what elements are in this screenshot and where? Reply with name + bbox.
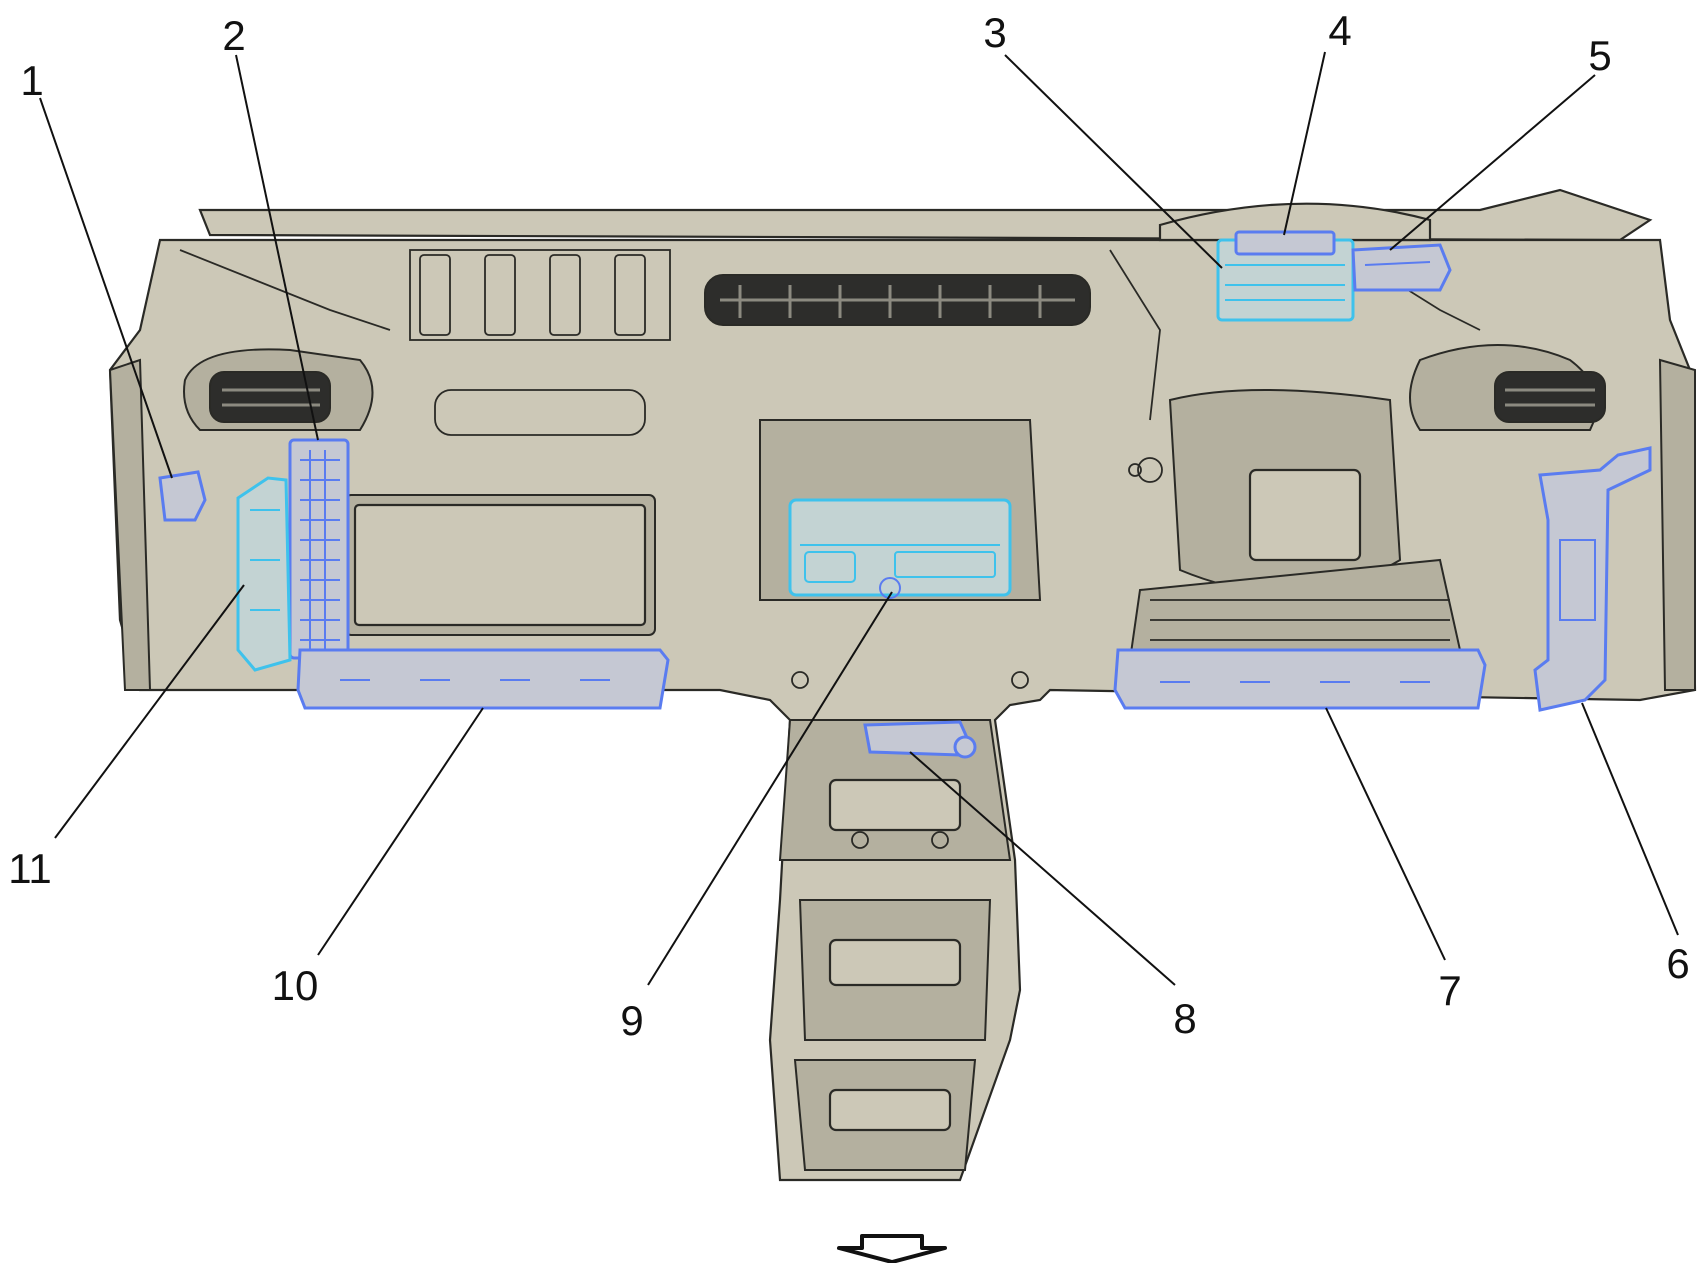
leader-line-6: [1581, 702, 1679, 936]
leader-line-10: [317, 707, 484, 956]
callout-3: 3: [983, 9, 1006, 56]
leader-line-3: [1004, 54, 1223, 269]
callout-labels: 1 2 3 4 5 6 7 8 9 10 11: [8, 7, 1689, 1044]
leader-line-7: [1325, 707, 1446, 961]
callout-10: 10: [272, 962, 319, 1009]
callout-8: 8: [1173, 995, 1196, 1042]
down-arrow-icon: [837, 1234, 947, 1263]
module-1: [158, 470, 207, 522]
module-2: [288, 438, 350, 660]
leader-line-4: [1283, 51, 1326, 236]
module-7: [1113, 648, 1487, 710]
callout-1: 1: [20, 57, 43, 104]
callout-2: 2: [222, 12, 245, 59]
leader-line-8: [909, 751, 1176, 986]
module-5: [1351, 243, 1452, 292]
leader-lines: [39, 51, 1679, 986]
callout-4: 4: [1328, 7, 1351, 54]
leader-line-5: [1389, 74, 1596, 251]
callout-6: 6: [1666, 940, 1689, 987]
leader-line-9: [647, 591, 893, 986]
module-11: [236, 476, 292, 672]
leader-line-1: [39, 97, 173, 479]
leader-line-11: [54, 584, 245, 839]
module-8: [863, 720, 977, 759]
module-10: [296, 648, 670, 710]
callout-11: 11: [8, 845, 52, 892]
instrument-panel-body: [108, 188, 1697, 1182]
callout-7: 7: [1438, 967, 1461, 1014]
module-6: [1533, 446, 1652, 712]
module-9: [788, 498, 1012, 599]
callout-5: 5: [1588, 32, 1611, 79]
callout-9: 9: [620, 997, 643, 1044]
module-4: [1234, 230, 1336, 256]
leader-line-2: [235, 54, 319, 441]
